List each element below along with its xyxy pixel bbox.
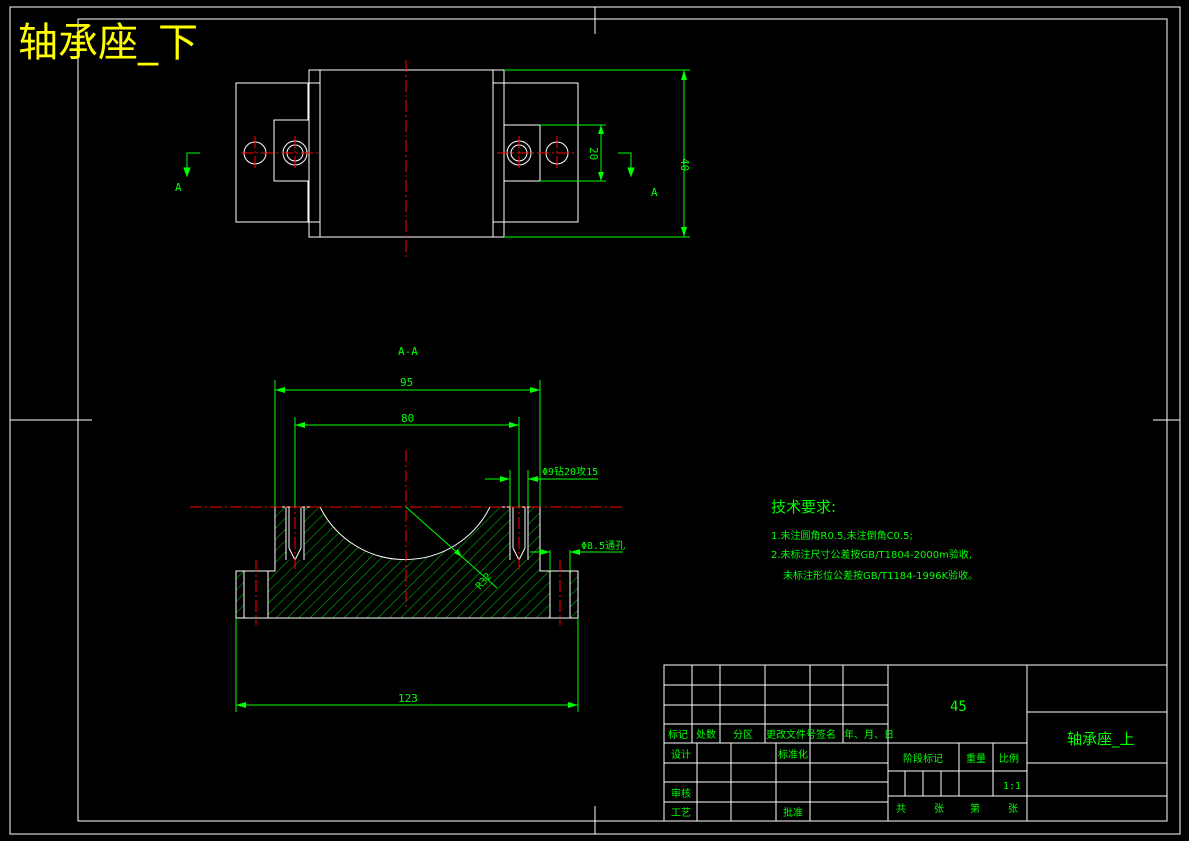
dim-inner-width-80: 80 xyxy=(401,412,414,425)
tech-req-line-2: 2.未标注尺寸公差按GB/T1804-2000m验收, xyxy=(771,548,972,561)
section-view-label: A-A xyxy=(398,345,418,358)
tb-scale: 1:1 xyxy=(1003,781,1021,792)
tb-material: 45 xyxy=(950,699,967,715)
tech-requirements: 技术要求: 1.未注圆角R0.5,未注倒角C0.5; 2.未标注尺寸公差按GB/… xyxy=(771,498,978,582)
tb-stage-mark: 阶段标记 xyxy=(903,752,943,765)
section-dimensions xyxy=(235,380,623,712)
tb-header-change-doc: 更改文件号 xyxy=(766,728,816,741)
tb-part-name: 轴承座_上 xyxy=(1067,730,1135,749)
tech-req-heading: 技术要求: xyxy=(771,498,836,516)
tb-header-count: 处数 xyxy=(696,728,716,741)
section-body-hatch xyxy=(236,507,578,618)
section-centerlines xyxy=(190,450,625,625)
tb-header-signature: 签名 xyxy=(816,728,836,741)
tb-role-standardize: 标准化 xyxy=(778,748,808,761)
dim-outer-width-95: 95 xyxy=(400,376,413,389)
note-through-hole: Φ8.5通孔 xyxy=(581,540,625,552)
dim-height-40: 40 xyxy=(678,158,691,171)
section-mark-right: A xyxy=(651,186,658,199)
top-view-dimensions xyxy=(504,69,690,238)
top-view: A A 40 20 xyxy=(175,60,691,260)
section-view: A-A xyxy=(190,345,625,712)
tb-role-design: 设计 xyxy=(671,748,691,761)
dim-overall-width-123: 123 xyxy=(398,692,418,705)
sheet-title: 轴承座_下 xyxy=(18,20,198,66)
dim-bolt-spacing-20: 20 xyxy=(587,147,600,160)
tb-header-zone: 分区 xyxy=(733,729,753,741)
section-mark-left: A xyxy=(175,181,182,194)
tb-sheets-total: 共 xyxy=(896,803,906,815)
tb-role-review: 审核 xyxy=(671,787,691,800)
tech-req-line-1: 1.未注圆角R0.5,未注倒角C0.5; xyxy=(771,529,913,542)
tech-req-line-3: 未标注形位公差按GB/T1184-1996K验收。 xyxy=(783,569,978,582)
tb-role-approve: 批准 xyxy=(783,806,803,819)
tb-weight: 重量 xyxy=(966,752,986,765)
tb-ratio: 比例 xyxy=(999,752,1019,765)
title-block-grid xyxy=(663,664,1168,822)
tb-sheet-unit2: 张 xyxy=(1008,803,1018,815)
tb-header-date: 年、月、日 xyxy=(844,728,894,741)
tb-sheet-no: 第 xyxy=(970,802,980,815)
sheet-frame xyxy=(9,6,1181,835)
title-block: 标记 处数 分区 更改文件号 签名 年、月、日 设计 标准化 审核 工艺 批准 … xyxy=(663,664,1168,822)
tb-role-process: 工艺 xyxy=(671,807,691,819)
section-outline xyxy=(235,506,579,619)
top-view-centerlines xyxy=(241,60,575,260)
section-cut-marks xyxy=(183,152,635,178)
note-thread-hole: Φ9钻20攻15 xyxy=(542,465,598,478)
tb-header-mark: 标记 xyxy=(668,729,688,741)
tb-sheets-unit: 张 xyxy=(934,803,944,815)
